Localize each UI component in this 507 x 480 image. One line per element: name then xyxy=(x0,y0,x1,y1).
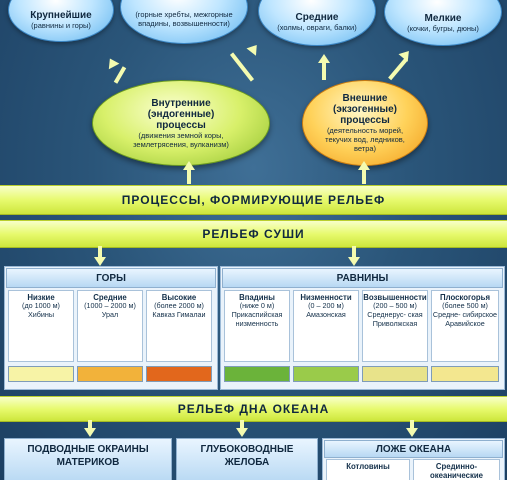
oval-small-sub: (кочки, бугры, дюны) xyxy=(407,24,479,33)
plains-plateau-title: Плоскогорья xyxy=(439,293,491,302)
plains-depression-title: Впадины xyxy=(239,293,275,302)
mountains-low-cell: Низкие (до 1000 м) Хибины xyxy=(8,290,74,362)
ocean-basins-label: Котловины xyxy=(346,462,390,471)
arrow-down-icon xyxy=(94,257,106,266)
land-relief-band-label: РЕЛЬЕФ СУШИ xyxy=(202,227,305,241)
oval-medium-sub: (холмы, овраги, балки) xyxy=(277,23,357,32)
arrow-stem xyxy=(113,66,127,84)
arrow-stem xyxy=(410,420,414,430)
arrow-stem xyxy=(229,52,255,82)
arrow-stem xyxy=(362,168,366,184)
mountains-high-text: (более 2000 м) Кавказ Гималаи xyxy=(152,301,206,319)
arrow-stem xyxy=(352,246,356,258)
continental-margins-panel: ПОДВОДНЫЕ ОКРАИНЫ МАТЕРИКОВ xyxy=(4,438,172,480)
land-relief-band: РЕЛЬЕФ СУШИ xyxy=(0,220,507,248)
plains-upland-cell: Возвышенности (200 – 500 м) Среднерус- с… xyxy=(362,290,428,362)
arrow-stem xyxy=(88,420,92,430)
plains-depression-text: (ниже 0 м) Прикаспийская низменность xyxy=(231,301,283,328)
continental-margins-label: ПОДВОДНЫЕ ОКРАИНЫ МАТЕРИКОВ xyxy=(27,444,149,468)
plains-upland-color xyxy=(362,366,428,382)
oval-medium-title: Средние xyxy=(295,12,339,23)
external-processes-title: Внешние (экзогенные) процессы xyxy=(333,93,397,126)
oval-largest-sub: (равнины и горы) xyxy=(31,21,91,30)
arrow-stem xyxy=(388,57,408,81)
plains-header-label: РАВНИНЫ xyxy=(336,272,389,284)
arrow-down-icon xyxy=(236,428,248,437)
plains-lowland-text: (0 – 200 м) Амазонская xyxy=(306,301,346,319)
arrow-up-icon xyxy=(398,47,414,62)
plains-depression-cell: Впадины (ниже 0 м) Прикаспийская низменн… xyxy=(224,290,290,362)
oval-large: (горные хребты, межгорные впадины, возвы… xyxy=(120,0,248,44)
arrow-up-icon xyxy=(104,55,120,70)
ocean-bed-header: ЛОЖЕ ОКЕАНА xyxy=(324,440,503,458)
deep-trenches-panel: ГЛУБОКОВОДНЫЕ ЖЕЛОБА xyxy=(176,438,318,480)
mountains-mid-text: (1000 – 2000 м) Урал xyxy=(84,301,136,319)
mountains-high-title: Высокие xyxy=(161,293,197,302)
internal-processes-sub: (движения земной коры, землетрясения, ву… xyxy=(133,130,229,149)
plains-plateau-cell: Плоскогорья (более 500 м) Средне- сибирс… xyxy=(431,290,499,362)
arrow-down-icon xyxy=(406,428,418,437)
plains-lowland-title: Низменности xyxy=(300,293,352,302)
arrow-stem xyxy=(322,62,326,80)
ocean-bed-label: ЛОЖЕ ОКЕАНА xyxy=(375,443,452,455)
oval-largest: Крупнейшие (равнины и горы) xyxy=(8,0,114,42)
ocean-basins-cell: Котловины xyxy=(326,459,410,480)
plains-header: РАВНИНЫ xyxy=(222,268,503,288)
arrow-up-icon xyxy=(318,54,330,63)
plains-lowland-color xyxy=(293,366,359,382)
external-processes-oval: Внешние (экзогенные) процессы (деятельно… xyxy=(302,80,428,166)
oval-large-sub: (горные хребты, межгорные впадины, возвы… xyxy=(135,10,233,28)
processes-band: ПРОЦЕССЫ, ФОРМИРУЮЩИЕ РЕЛЬЕФ xyxy=(0,185,507,215)
mountains-mid-cell: Средние (1000 – 2000 м) Урал xyxy=(77,290,143,362)
mountains-header: ГОРЫ xyxy=(6,268,216,288)
ocean-relief-band: РЕЛЬЕФ ДНА ОКЕАНА xyxy=(0,396,507,422)
arrow-up-icon xyxy=(358,161,370,170)
mid-ocean-ridges-cell: Срединно-океанические xyxy=(413,459,500,480)
mountains-low-color xyxy=(8,366,74,382)
mountains-high-cell: Высокие (более 2000 м) Кавказ Гималаи xyxy=(146,290,212,362)
arrow-down-icon xyxy=(348,257,360,266)
plains-lowland-cell: Низменности (0 – 200 м) Амазонская xyxy=(293,290,359,362)
processes-band-label: ПРОЦЕССЫ, ФОРМИРУЮЩИЕ РЕЛЬЕФ xyxy=(121,193,386,207)
mountains-mid-title: Средние xyxy=(93,293,127,302)
arrow-stem xyxy=(240,420,244,430)
oval-largest-title: Крупнейшие xyxy=(30,10,92,21)
arrow-down-icon xyxy=(84,428,96,437)
arrow-up-icon xyxy=(246,41,262,56)
plains-plateau-text: (более 500 м) Средне- сибирское Аравийск… xyxy=(432,301,498,328)
plains-plateau-color xyxy=(431,366,499,382)
plains-upland-title: Возвышенности xyxy=(363,293,427,302)
arrow-stem xyxy=(187,168,191,184)
oval-small-title: Мелкие xyxy=(424,13,462,24)
oval-medium: Средние (холмы, овраги, балки) xyxy=(258,0,376,46)
internal-processes-oval: Внутренние (эндогенные) процессы (движен… xyxy=(92,80,270,166)
external-processes-sub: (деятельность морей, текучих вод, ледник… xyxy=(325,126,405,153)
mountains-header-label: ГОРЫ xyxy=(96,272,126,284)
arrow-stem xyxy=(98,246,102,258)
oval-small: Мелкие (кочки, бугры, дюны) xyxy=(384,0,502,46)
mountains-low-title: Низкие xyxy=(27,293,55,302)
plains-upland-text: (200 – 500 м) Среднерус- ская Приволжска… xyxy=(367,301,423,328)
ocean-relief-band-label: РЕЛЬЕФ ДНА ОКЕАНА xyxy=(177,402,330,416)
internal-processes-title: Внутренние (эндогенные) процессы xyxy=(147,97,215,131)
mountains-mid-color xyxy=(77,366,143,382)
arrow-up-icon xyxy=(183,161,195,170)
mid-ocean-ridges-label: Срединно-океанические xyxy=(430,462,483,480)
mountains-high-color xyxy=(146,366,212,382)
deep-trenches-label: ГЛУБОКОВОДНЫЕ ЖЕЛОБА xyxy=(200,444,294,468)
mountains-low-text: (до 1000 м) Хибины xyxy=(22,301,60,319)
plains-depression-color xyxy=(224,366,290,382)
